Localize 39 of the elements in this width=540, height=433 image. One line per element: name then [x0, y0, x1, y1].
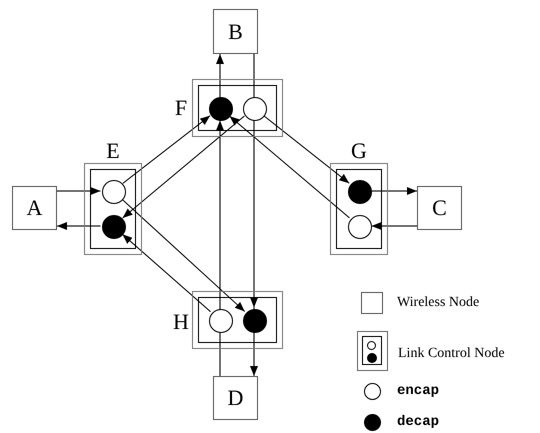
node-label: H	[173, 311, 189, 333]
arrow	[371, 187, 418, 195]
node-label: A	[26, 197, 42, 219]
wireless-node	[213, 9, 258, 54]
link-control-node	[172, 291, 283, 349]
arrow	[122, 116, 245, 218]
arrow	[371, 222, 418, 230]
legend-label: encap	[397, 383, 440, 399]
arrow	[122, 198, 246, 312]
arrow	[216, 120, 224, 308]
decap-circle	[243, 309, 267, 333]
legend-label: Wireless Node	[397, 295, 480, 311]
node-label: G	[351, 140, 367, 162]
arrow	[56, 222, 101, 230]
node-label: E	[106, 140, 120, 162]
arrow	[122, 234, 212, 312]
wireless-node	[12, 186, 57, 230]
arrow	[263, 115, 350, 184]
node-label: D	[228, 387, 244, 409]
link-control-node	[330, 140, 388, 255]
node-label: C	[432, 197, 447, 219]
legend-label: decap	[397, 414, 440, 430]
arrow	[122, 115, 211, 184]
decap-circle	[209, 97, 233, 121]
node-label: B	[228, 20, 243, 42]
wireless-node	[417, 186, 462, 230]
decap-circle	[348, 180, 372, 204]
arrow	[229, 116, 350, 218]
arrow	[250, 307, 258, 376]
node-label: F	[174, 97, 188, 119]
encap-circle	[209, 309, 233, 333]
encap-circle	[348, 215, 372, 239]
encap-circle	[243, 97, 267, 121]
wireless-node	[213, 376, 258, 420]
decap-circle	[102, 215, 126, 239]
arrow	[56, 187, 101, 195]
legend-label: Link Control Node	[398, 346, 505, 362]
encap-circle	[102, 180, 126, 204]
arrow	[250, 120, 258, 308]
